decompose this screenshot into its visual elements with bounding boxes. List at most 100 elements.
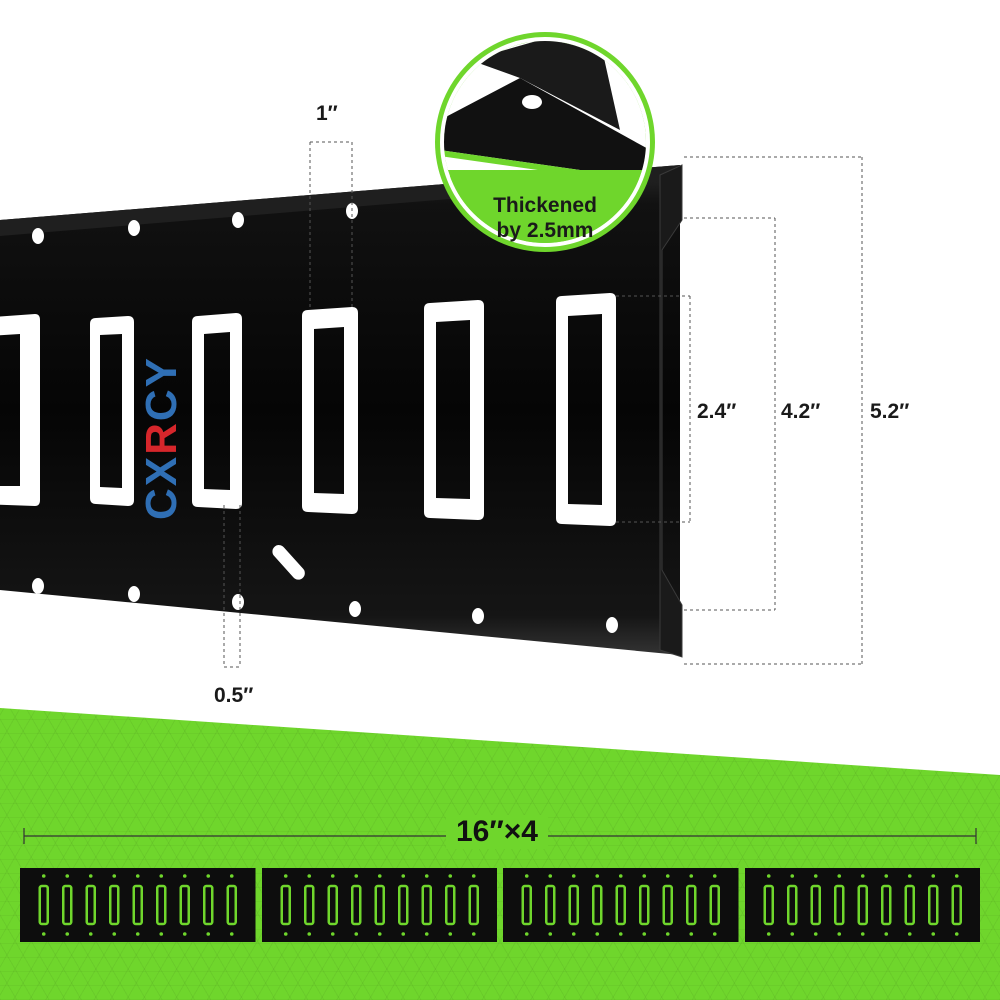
rail-slot-icon (203, 884, 214, 926)
rail-slot-icon (90, 316, 134, 506)
bolt-hole-icon (789, 932, 794, 936)
bolt-hole-icon (907, 932, 912, 936)
bolt-hole-icon (377, 932, 382, 936)
bolt-hole-icon (712, 932, 717, 936)
bolt-hole-icon (522, 95, 542, 109)
bolt-hole-icon (206, 874, 211, 878)
bolt-hole-icon (524, 874, 529, 878)
rail-slot-icon (709, 884, 720, 926)
bolt-hole-icon (306, 932, 311, 936)
rail-slot-icon (280, 884, 291, 926)
rail-slot-icon (927, 884, 938, 926)
bolt-hole-icon (32, 228, 44, 244)
bolt-hole-icon (665, 932, 670, 936)
rail-slot-icon (374, 884, 385, 926)
bolt-hole-icon (836, 932, 841, 936)
rail-slot-icon (592, 884, 603, 926)
bolt-hole-icon (447, 874, 452, 878)
bolt-hole-icon (41, 874, 46, 878)
bolt-hole-icon (283, 874, 288, 878)
bolt-hole-icon (306, 874, 311, 878)
bolt-hole-icon (883, 874, 888, 878)
rail-end-profile (659, 164, 683, 658)
rail-piece (744, 868, 980, 942)
bolt-hole-icon (424, 874, 429, 878)
rail-slot-icon (686, 884, 697, 926)
rail-slot-icon (0, 314, 40, 506)
bolt-hole-icon (206, 932, 211, 936)
bolt-hole-icon (571, 874, 576, 878)
rail-slot-icon (132, 884, 143, 926)
bolt-hole-icon (618, 932, 623, 936)
bolt-hole-icon (907, 874, 912, 878)
rail-slot-icon (327, 884, 338, 926)
brand-logo: CXRCY (137, 356, 186, 520)
rail-piece (20, 868, 256, 942)
bolt-hole-icon (618, 874, 623, 878)
logo-text: CXRCY (137, 356, 186, 520)
rail-slot-icon (521, 884, 532, 926)
rail-slot-icon (468, 884, 479, 926)
outer-height-label: 5.2″ (870, 400, 910, 423)
bolt-hole-icon (182, 932, 187, 936)
bolt-hole-icon (135, 874, 140, 878)
bottom-bolt-holes (32, 578, 618, 633)
bolt-hole-icon (330, 932, 335, 936)
rail-slot-icon (397, 884, 408, 926)
bolt-hole-icon (595, 932, 600, 936)
bolt-hole-icon (135, 932, 140, 936)
rail-slot-icon (568, 884, 579, 926)
rail-slot-icon (786, 884, 797, 926)
bolt-hole-icon (789, 874, 794, 878)
bolt-hole-icon (32, 578, 44, 594)
slot-width-label: 1″ (316, 102, 338, 125)
bolt-hole-icon (400, 932, 405, 936)
rail-slot-icon (156, 884, 167, 926)
bolt-hole-icon (548, 932, 553, 936)
bolt-hole-icon (665, 874, 670, 878)
bolt-hole-icon (954, 874, 959, 878)
slot-height-label: 2.4″ (697, 400, 737, 423)
bolt-hole-icon (954, 932, 959, 936)
rail-slot-icon (421, 884, 432, 926)
rail-slot-icon (192, 313, 242, 509)
bolt-hole-icon (128, 586, 140, 602)
bolt-hole-icon (571, 932, 576, 936)
inner-height-label: 4.2″ (781, 400, 821, 423)
rail-slot-icon (639, 884, 650, 926)
bolt-hole-icon (159, 932, 164, 936)
bolt-hole-icon (766, 932, 771, 936)
rail-slot-icon (904, 884, 915, 926)
rail-piece-body (503, 868, 739, 942)
bolt-hole-icon (471, 874, 476, 878)
rail-slots (0, 293, 616, 526)
rail-slot-icon (951, 884, 962, 926)
bolt-hole-icon (930, 874, 935, 878)
bolt-hole-icon (182, 874, 187, 878)
bolt-hole-icon (548, 874, 553, 878)
bolt-hole-icon (353, 932, 358, 936)
callout-line-2: by 2.5mm (496, 219, 594, 242)
rail-slot-icon (302, 307, 358, 514)
rail-slot-icon (85, 884, 96, 926)
rail-slot-icon (857, 884, 868, 926)
rail-piece-body (744, 868, 980, 942)
bolt-hole-icon (353, 874, 358, 878)
bolt-hole-icon (642, 874, 647, 878)
bolt-hole-icon (836, 874, 841, 878)
bolt-hole-icon (813, 932, 818, 936)
rail-piece-body (261, 868, 497, 942)
bolt-hole-icon (595, 874, 600, 878)
bolt-hole-icon (112, 932, 117, 936)
bolt-hole-icon (712, 874, 717, 878)
rail-slot-icon (38, 884, 49, 926)
thickness-callout: Thickened by 2.5mm (470, 193, 620, 243)
callout-line-1: Thickened (493, 194, 597, 217)
bolt-hole-icon (128, 220, 140, 236)
bolt-hole-icon (229, 932, 234, 936)
bolt-hole-icon (424, 932, 429, 936)
bolt-hole-icon (377, 874, 382, 878)
slot-gap-label: 0.5″ (214, 684, 254, 707)
rail-slot-icon (662, 884, 673, 926)
